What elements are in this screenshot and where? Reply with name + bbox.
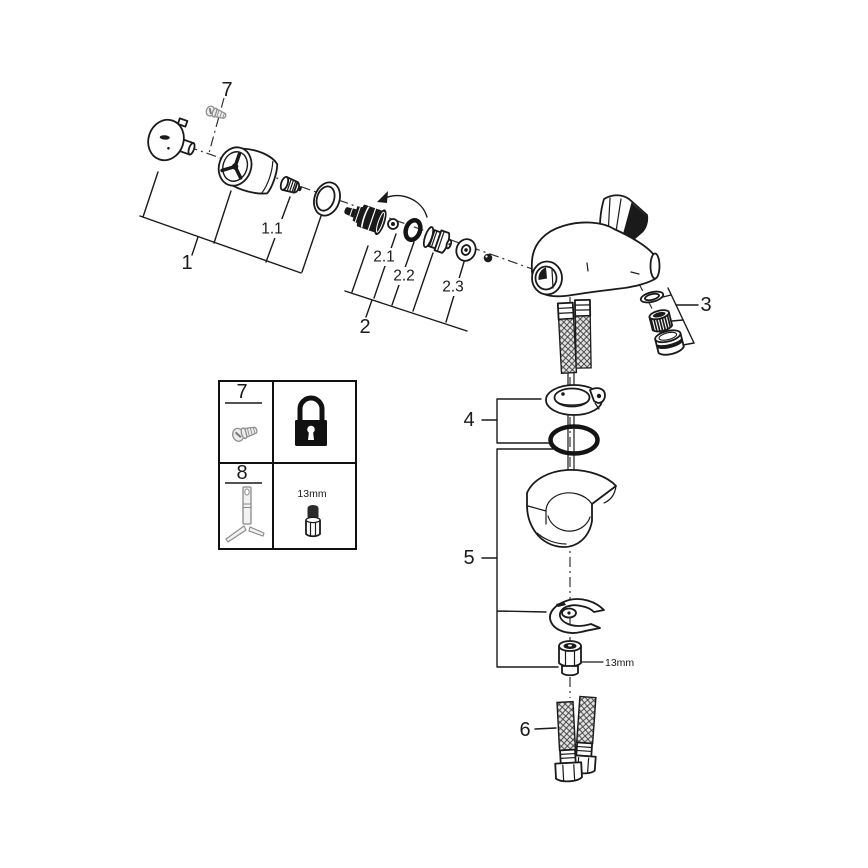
part2-3-label: 2.3: [442, 279, 464, 296]
part1-1-label: 1.1: [261, 221, 283, 238]
check-ball: [483, 253, 493, 263]
socket-wrench-icon: [225, 486, 265, 543]
part2-2-label: 2.2: [393, 268, 415, 285]
supply-hoses: 6: [519, 695, 597, 783]
part1-label: 1: [181, 252, 192, 274]
handle-adapter: [279, 175, 302, 194]
handle-ring: [313, 181, 341, 217]
part2-label: 2: [359, 316, 370, 338]
part6-label: 6: [519, 719, 530, 741]
nut-size-annotation: 13mm: [581, 657, 634, 669]
part4-label: 4: [463, 409, 474, 431]
wedge-block: [526, 469, 617, 548]
valve-piece: [422, 226, 453, 254]
nut-size-label: 13mm: [605, 657, 634, 669]
grub-screw: [205, 105, 227, 119]
aerator-insert: [648, 309, 674, 333]
handle-knob: [217, 146, 279, 195]
mounting-nut: [558, 640, 582, 677]
part2-1-label: 2.1: [373, 249, 395, 266]
group5-bracket: 5: [463, 448, 559, 668]
legend-item7-number: 7: [236, 381, 247, 403]
rotation-arrow: [377, 191, 428, 218]
socket-icon: [305, 505, 321, 538]
handle-cap: [147, 117, 196, 162]
pivot-ball: [387, 218, 399, 230]
part7-label: 7: [221, 79, 232, 101]
seal-disk: [455, 238, 477, 262]
group3-bracket: 3: [662, 287, 712, 346]
supply-hoses-attached: [556, 298, 592, 375]
o-ring-small: [403, 218, 423, 242]
group4-bracket: 4: [463, 398, 550, 444]
aerator-seal: [639, 290, 665, 304]
group2-bracket: 2 2.1 2.2 2.3: [344, 233, 468, 338]
part3-label: 3: [700, 294, 711, 316]
aerator-housing: [654, 329, 685, 356]
faucet-body: [530, 221, 661, 298]
mounting-ring: [545, 384, 606, 416]
legend-item8-number: 8: [236, 462, 247, 484]
cartridge: [344, 204, 387, 236]
group1-bracket: 1 1.1: [139, 171, 322, 274]
horseshoe-washer: [549, 598, 605, 634]
part5-label: 5: [463, 547, 474, 569]
padlock-icon: [295, 395, 327, 446]
legend-table: 7 8 13mm: [218, 380, 357, 550]
grub-screw-icon: [232, 426, 258, 442]
legend-socket-size: 13mm: [297, 488, 326, 500]
mounting-o-ring: [548, 424, 600, 456]
spout-end: [649, 252, 661, 280]
